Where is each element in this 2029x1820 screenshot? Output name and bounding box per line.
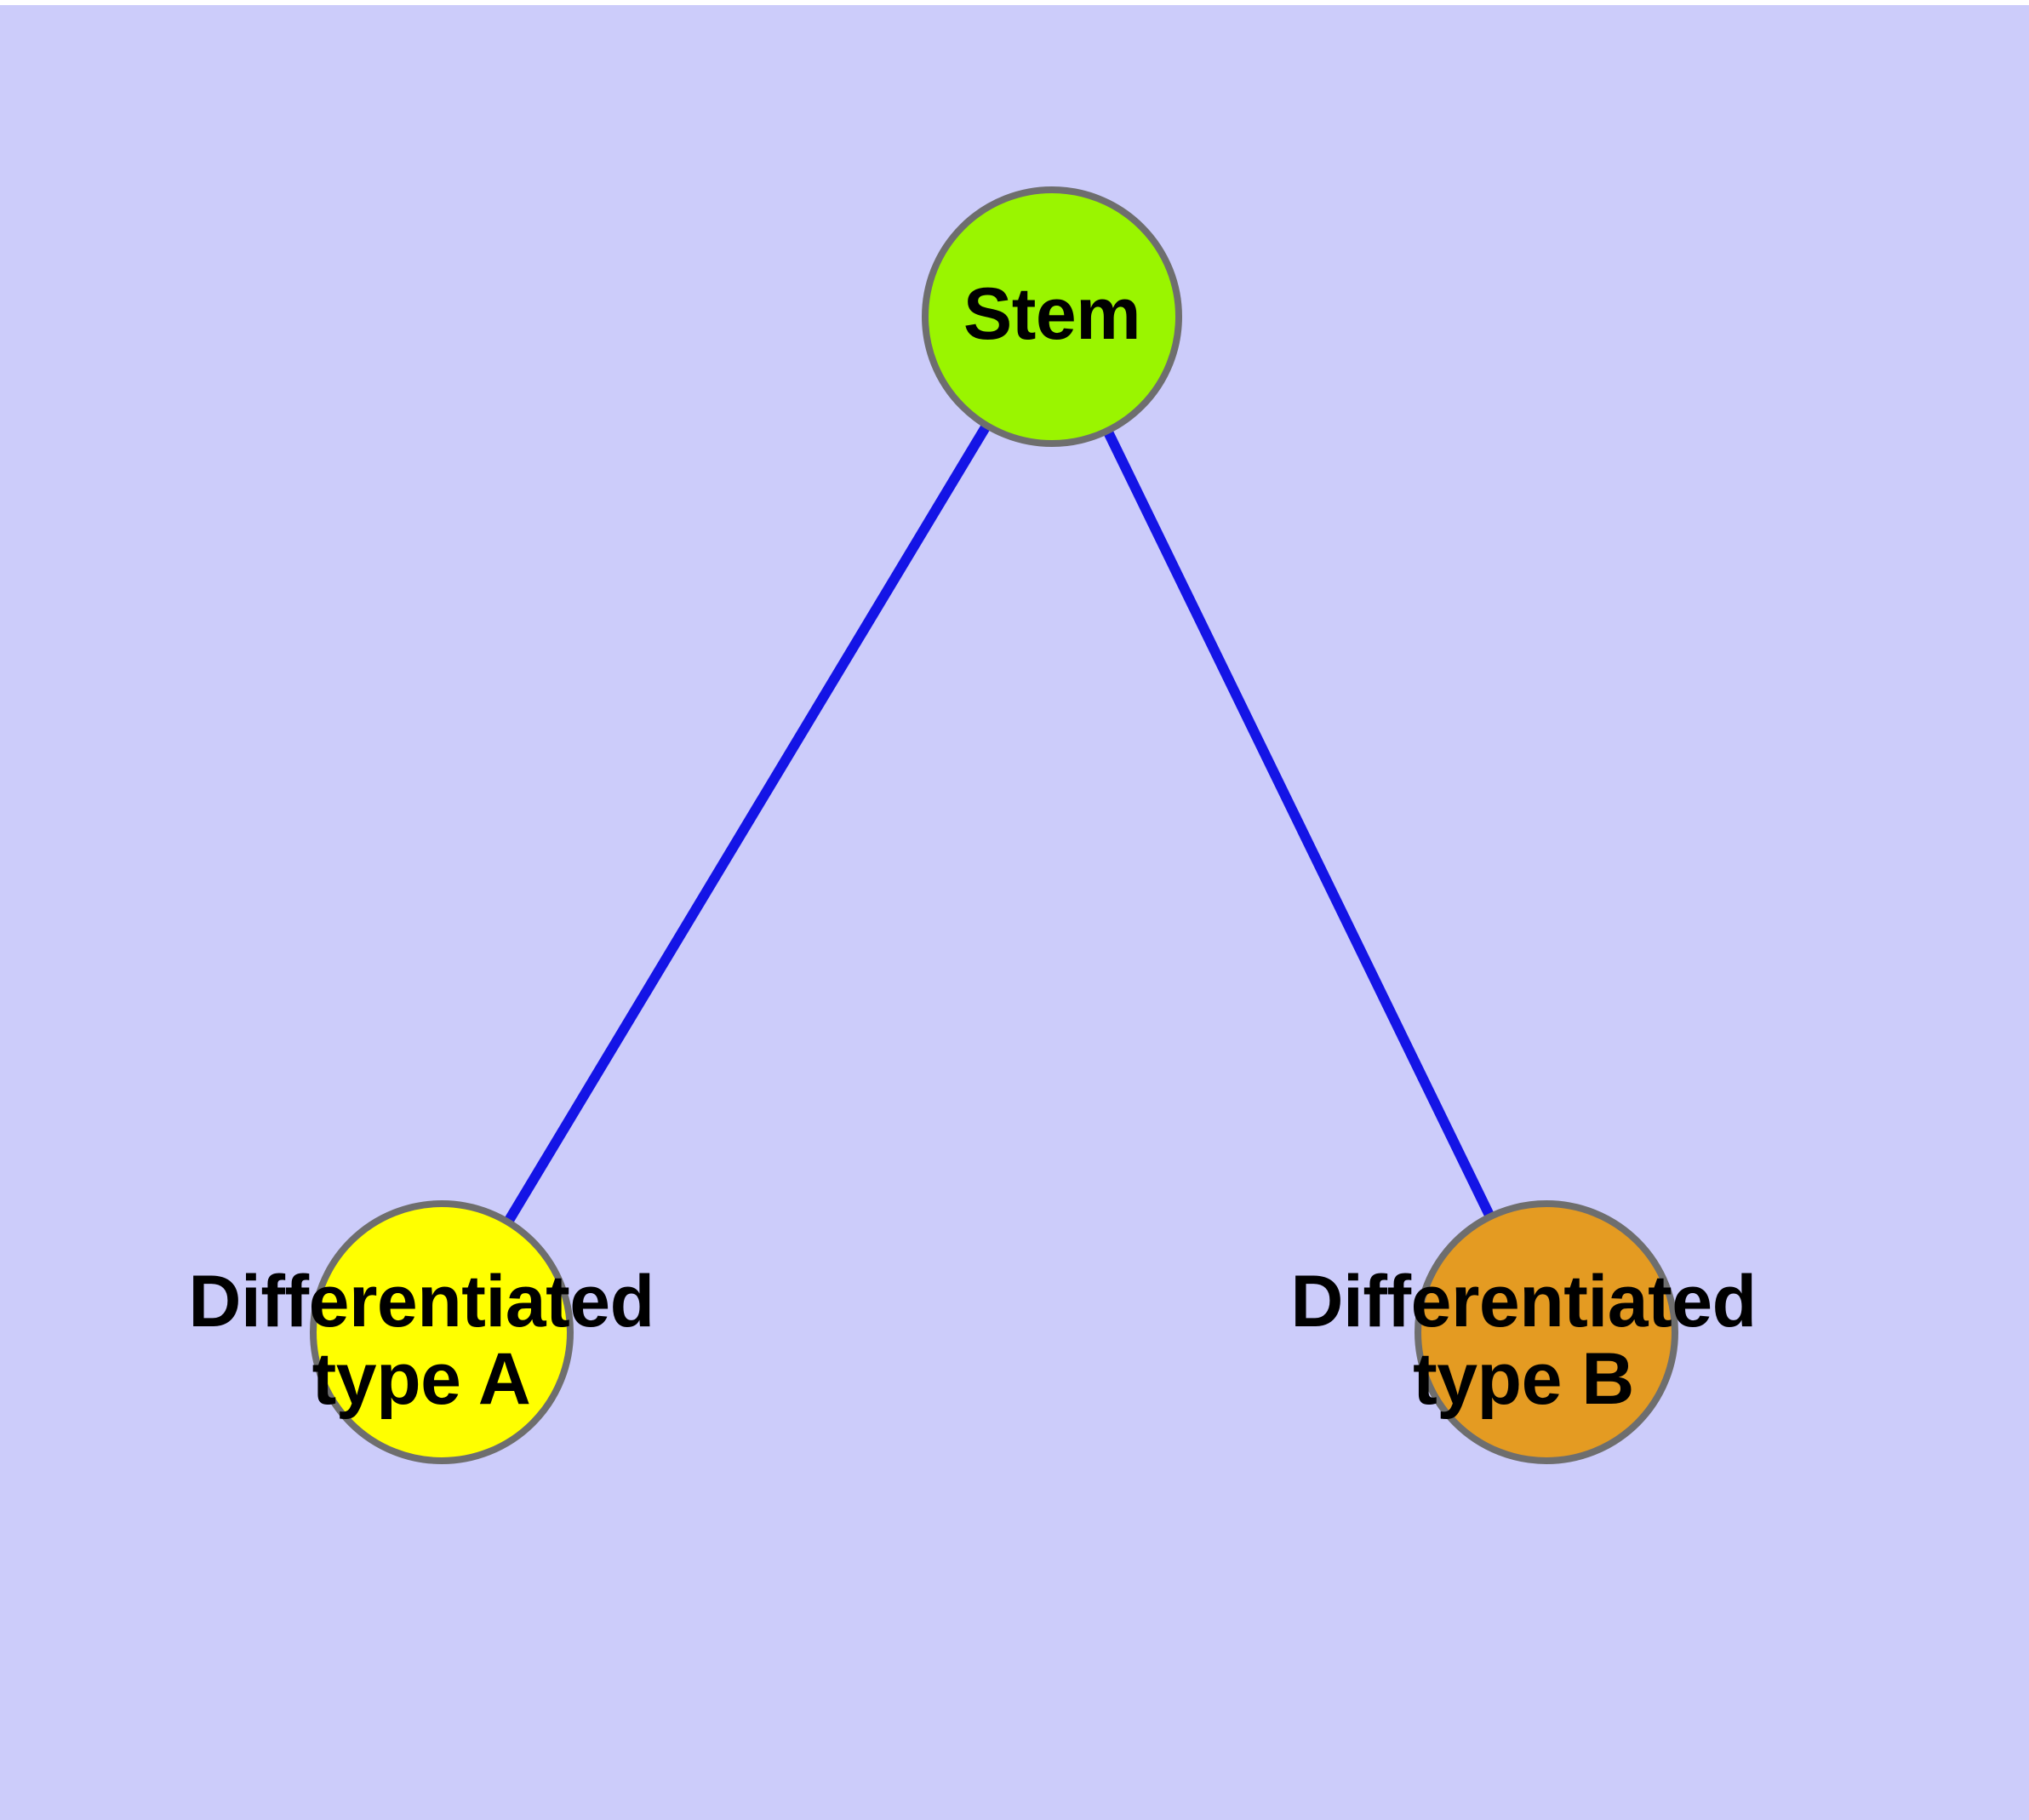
node-group bbox=[310, 186, 1678, 1464]
node-differentiated-type-a[interactable] bbox=[310, 1200, 574, 1464]
edge-stem-to-differentiated-type-a[interactable] bbox=[504, 424, 991, 1223]
node-differentiated-type-b[interactable] bbox=[1415, 1200, 1678, 1464]
plot-area: Stem Differentiated type A Differentiate… bbox=[0, 5, 2029, 1820]
graph-svg bbox=[310, 186, 1678, 1464]
edge-group bbox=[504, 424, 1495, 1223]
node-stem[interactable] bbox=[922, 186, 1182, 447]
edge-stem-to-differentiated-type-b[interactable] bbox=[1103, 430, 1495, 1218]
